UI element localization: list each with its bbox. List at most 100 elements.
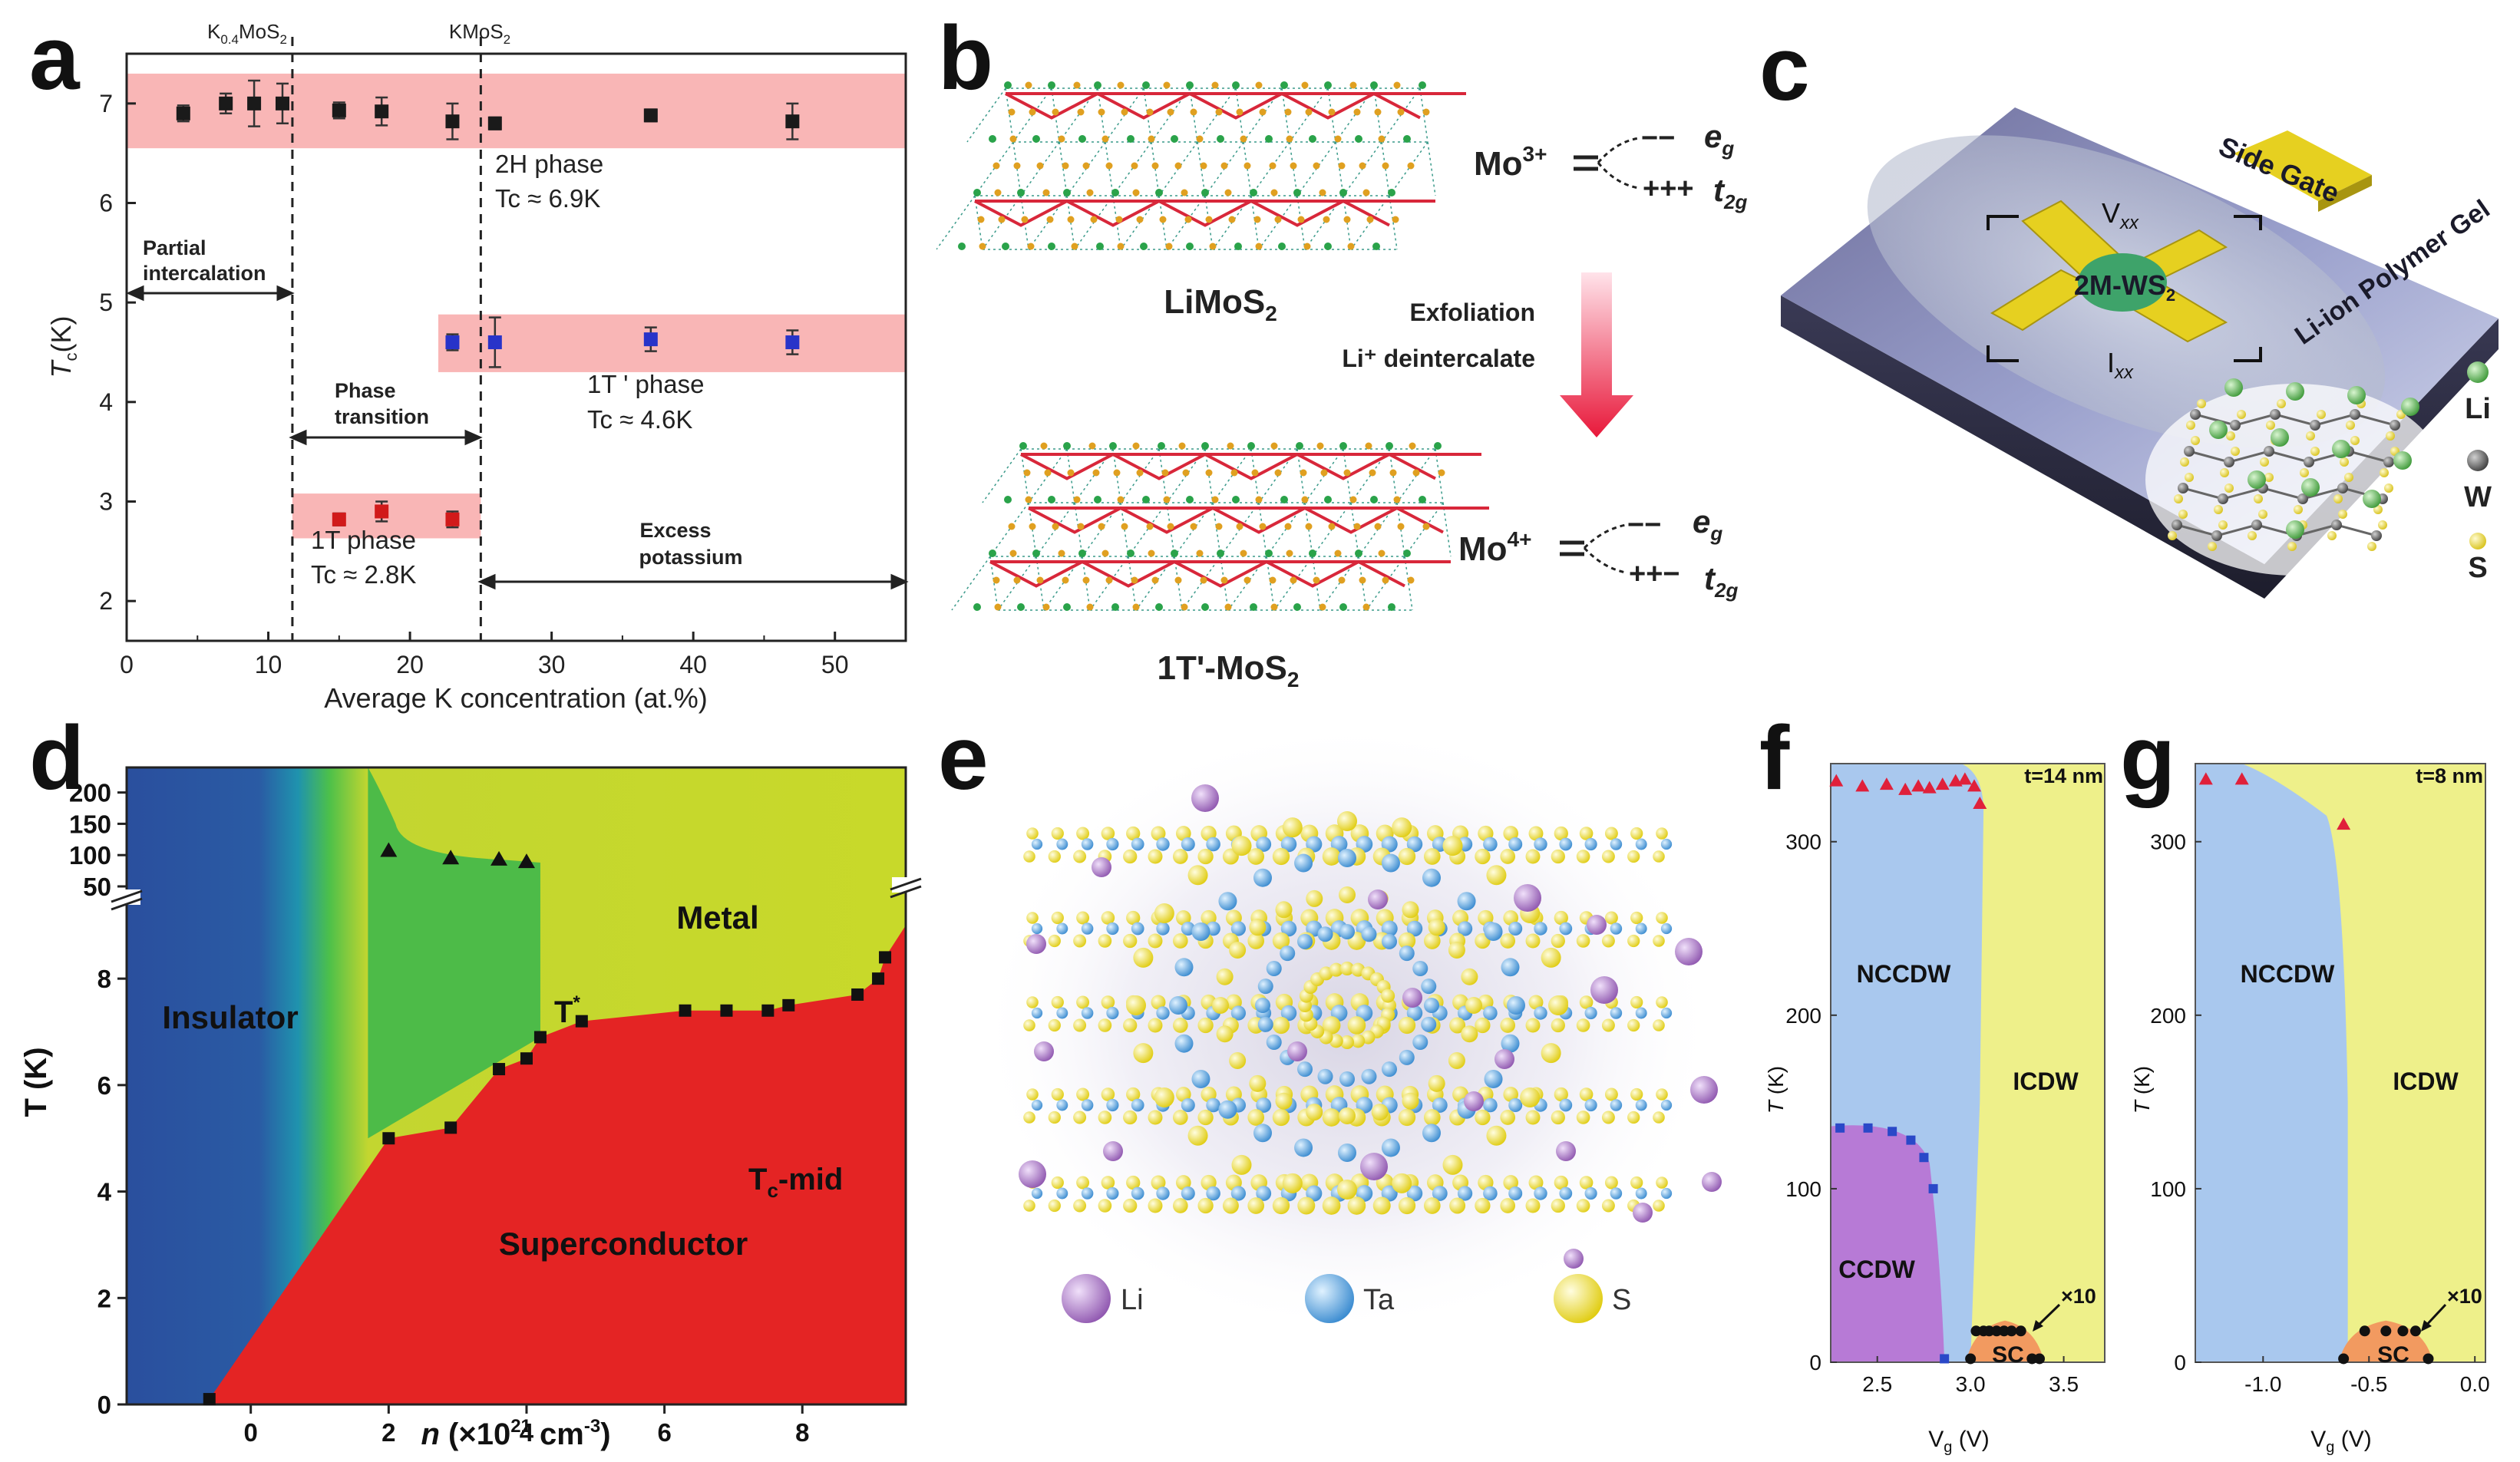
lattice-atom	[1501, 1034, 1520, 1053]
mo-atom	[1032, 135, 1040, 143]
sample-label: 2M-WS2	[2074, 269, 2175, 305]
s-atom	[1086, 603, 1094, 611]
mo-atom	[1063, 442, 1071, 450]
s-atom	[1601, 850, 1615, 863]
s-atom	[1409, 442, 1416, 450]
ta-atom	[1230, 921, 1247, 936]
tcmid-marker	[520, 1052, 533, 1065]
s-atom	[1076, 1176, 1090, 1190]
mo-atom	[1355, 135, 1362, 143]
s-atom	[1082, 162, 1090, 170]
tcmid-marker	[493, 1063, 506, 1076]
ta-atom	[1081, 922, 1094, 935]
s-atom	[1627, 1111, 1640, 1124]
s-atom	[2350, 436, 2360, 445]
y-tick-label: 100	[2150, 1177, 2186, 1201]
y-axis-label: T (K)	[2130, 1066, 2154, 1114]
s-atom	[1086, 189, 1094, 196]
mo-atom	[1096, 243, 1104, 250]
bond-line	[1250, 141, 1290, 196]
data-point	[332, 512, 346, 526]
s-atom	[2287, 542, 2297, 551]
mo-atom	[989, 549, 996, 557]
s-atom	[1630, 1176, 1643, 1190]
ncdw-transition-marker	[1973, 797, 1987, 809]
mo-atom	[1250, 603, 1257, 611]
s-atom	[1132, 442, 1140, 450]
legend-s: S	[1612, 1284, 1631, 1316]
s-atom	[1551, 1198, 1565, 1213]
lattice-atom	[1461, 1025, 1478, 1043]
ta-atom	[1534, 1006, 1547, 1020]
s-atom	[1328, 523, 1336, 530]
x-tick-label: -1.0	[2244, 1372, 2281, 1396]
s-atom	[1123, 1198, 1138, 1213]
mo-atom	[1372, 243, 1380, 250]
s-atom	[1236, 108, 1243, 116]
sc-transition-marker	[2409, 1325, 2421, 1337]
tcmid-marker	[720, 1004, 733, 1017]
s-atom	[1184, 216, 1192, 223]
w-atom	[2270, 409, 2281, 420]
ta-atom	[1031, 1007, 1043, 1019]
s-atom	[1422, 108, 1430, 116]
s-atom	[1286, 549, 1293, 557]
y-tick-label: 2	[99, 587, 113, 615]
bond-line	[1166, 195, 1206, 250]
x-tick-label: 2.5	[1862, 1372, 1892, 1396]
bond-line	[1389, 141, 1428, 196]
s-atom	[1172, 1110, 1188, 1125]
ta-atom	[1181, 1098, 1195, 1112]
annotation-2h-tc: Tc ≈ 6.9K	[495, 184, 600, 213]
s-atom	[1353, 108, 1361, 116]
lattice-atom	[1382, 933, 1397, 949]
ta-atom	[1381, 836, 1398, 853]
li-atom	[1034, 1041, 1054, 1061]
annotation-2h-phase: 2H phase	[495, 150, 603, 178]
mo-atom	[1265, 135, 1273, 143]
x-tick-label: 3.5	[2049, 1372, 2079, 1396]
s-atom	[1026, 912, 1039, 924]
ta-atom	[1432, 1186, 1448, 1201]
lattice-atom	[1218, 1100, 1237, 1119]
annotation-partial-2: intercalation	[143, 262, 266, 285]
s-atom	[1322, 847, 1341, 866]
bond-line	[1442, 502, 1452, 557]
bond-line	[1335, 141, 1344, 196]
s-atom	[2344, 473, 2353, 482]
bond-line	[2195, 413, 2236, 427]
lattice-atom	[1484, 922, 1503, 941]
mo-atom	[1094, 81, 1101, 89]
lattice-atom	[1381, 988, 1395, 1003]
mo-atom	[1355, 549, 1362, 557]
s-atom	[2180, 457, 2189, 467]
s-atom	[1300, 469, 1307, 477]
s-atom	[1101, 1087, 1115, 1101]
ta-atom	[1106, 837, 1119, 851]
x-tick-label: 50	[821, 651, 849, 678]
mo-atom	[1094, 496, 1101, 503]
ta-atom	[1206, 837, 1220, 852]
ta-atom	[1534, 837, 1547, 851]
ta-atom	[1181, 837, 1195, 851]
s-atom	[1503, 1087, 1519, 1102]
y-tick-label: 2	[97, 1284, 111, 1312]
s-atom	[1126, 826, 1141, 841]
bond-line	[1197, 87, 1237, 143]
ta-atom	[1610, 1099, 1623, 1111]
mo-atom	[1250, 189, 1257, 196]
bond-line	[974, 195, 983, 250]
lattice-atom	[1253, 868, 1272, 887]
lattice-atom	[1266, 961, 1282, 976]
mo-atom	[1403, 135, 1411, 143]
s-atom	[2378, 520, 2387, 530]
bond-line	[936, 195, 976, 250]
phase-band	[127, 73, 906, 149]
sc-transition-marker	[1970, 1325, 1982, 1337]
sc-transition-marker	[2006, 1325, 2017, 1337]
s-atom	[998, 216, 1006, 223]
data-point	[375, 96, 389, 127]
region-nccdw: NCCDW	[2241, 960, 2335, 988]
mo-atom	[1017, 603, 1025, 611]
